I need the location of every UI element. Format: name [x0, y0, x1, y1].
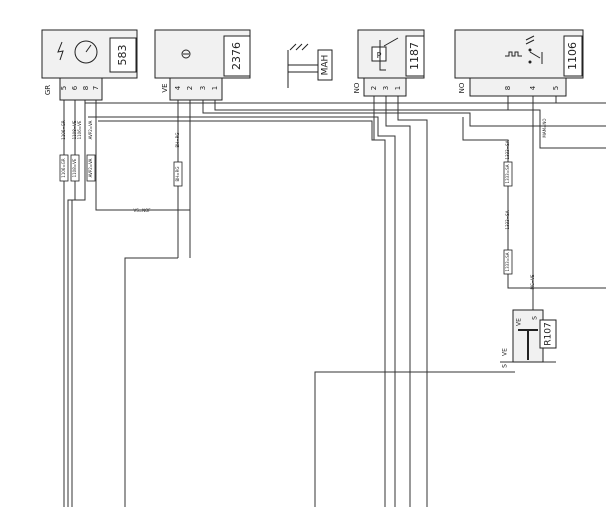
lamp-switch-icon [505, 35, 543, 64]
wire-label: 1333=SA [505, 140, 510, 159]
mah-label: MAH [321, 55, 331, 76]
pin-label: 6 [71, 85, 79, 90]
component-1187-id: 1187 [408, 42, 421, 70]
component-r107[interactable]: R107 VE S VE S [502, 309, 557, 368]
wire-2376-pin1 [214, 100, 606, 149]
wire-r107-left [314, 371, 515, 507]
component-1106-id: 1106 [566, 42, 579, 70]
component-1187-connector-color: NO [353, 82, 361, 93]
r107-pin-top: S [532, 316, 539, 320]
component-583-id-label [109, 37, 137, 73]
pin-label: 3 [199, 86, 207, 90]
svg-text:AVP2=VA: AVP2=VA [88, 158, 93, 177]
wire-labels: 1106=GR 1108=VE 1106=VE AVP2=VA BH=RG VS… [61, 118, 547, 289]
fuse-markers: 1106=GR 1108=VE AVP2=VA BH=RG 1333=SA 13… [59, 154, 513, 275]
pin-label: 2 [186, 86, 194, 90]
r107-id: R107 [544, 322, 554, 345]
gauge-with-lightning-icon [57, 40, 98, 64]
component-1187[interactable]: P 1187 NO 2 3 1 [353, 29, 425, 97]
r107-pin-bottom: S [502, 364, 509, 368]
component-2376-id: 2376 [230, 42, 243, 70]
component-2376-id-label [223, 35, 251, 77]
circle-icon [181, 49, 191, 59]
wire-label: VS=NOF [133, 208, 151, 213]
pin-label: 8 [504, 86, 512, 90]
fuse-5: 1333=SA [503, 161, 513, 187]
r107-color-bottom: VE [502, 348, 509, 356]
wire-label: MAM=NO [542, 118, 547, 137]
component-mah[interactable]: MAH [287, 43, 333, 88]
component-1187-id-label [405, 35, 425, 77]
wire-2376-pin3 [202, 100, 606, 127]
wire-1187-pin3 [385, 96, 411, 507]
pin-label: 4 [529, 85, 537, 90]
pin-label: 4 [174, 85, 182, 90]
wire-label: 1106=GR [61, 120, 66, 140]
pin-label: 7 [92, 86, 100, 90]
pin-label: 2 [370, 86, 378, 90]
wire-label: 1333=SA [505, 210, 510, 229]
wire-bus-3 [98, 120, 386, 507]
component-583-connector [59, 77, 103, 101]
pressure-switch-icon [371, 37, 399, 71]
r107-color-top: VE [516, 318, 523, 326]
svg-text:1333=SA: 1333=SA [505, 252, 510, 271]
component-1106-id-label [563, 35, 583, 77]
fuse-3: AVP2=VA [86, 154, 96, 182]
r107-id-label [539, 319, 557, 349]
component-1106-box [454, 29, 584, 79]
svg-text:1106=GR: 1106=GR [61, 158, 66, 178]
fuse-1: 1106=GR [59, 154, 69, 182]
component-1106[interactable]: 1106 NO 8 4 5 [454, 29, 584, 97]
component-2376[interactable]: 2376 VE 4 2 3 1 [154, 29, 251, 101]
wire-583-pin8 [67, 100, 86, 507]
svg-text:1333=SA: 1333=SA [505, 164, 510, 183]
pin-label: 3 [382, 86, 390, 90]
component-1187-connector [363, 77, 407, 97]
component-1106-connector-color: NO [458, 82, 466, 93]
svg-text:1108=VE: 1108=VE [72, 158, 77, 177]
mah-label-box [317, 49, 333, 81]
component-583-id: 583 [116, 45, 129, 66]
fuse-2: 1108=VE [70, 154, 80, 182]
pin-label: 5 [552, 86, 560, 90]
wire-2376-down [124, 257, 178, 507]
ground-icon [287, 43, 318, 88]
svg-text:BH=RG: BH=RG [175, 167, 180, 182]
pin-label: 8 [82, 86, 90, 90]
component-583[interactable]: 583 GR 5 6 8 7 [41, 29, 138, 101]
wire-label: AVP2=VA [88, 120, 93, 139]
wire-bus-2 [88, 116, 396, 507]
component-583-connector-color: GR [44, 85, 52, 95]
wire-label: MC=VE [530, 274, 535, 289]
pressure-symbol-text: P [377, 51, 382, 60]
pin-label: 1 [394, 86, 402, 90]
component-2376-connector-color: VE [161, 83, 169, 92]
pin-label: 1 [211, 86, 219, 90]
fuse-4: BH=RG [173, 161, 183, 187]
wires [63, 96, 606, 507]
wire-label: BH=RG [175, 133, 180, 148]
fuse-6: 1333=SA [503, 249, 513, 275]
wire-label: 1106=VE [77, 120, 82, 139]
wire-1187-pin1 [397, 96, 428, 507]
pin-label: 5 [60, 86, 68, 90]
wire-1333-sa [462, 117, 606, 289]
wire-label: 1108=VE [72, 120, 77, 139]
component-1106-connector [469, 77, 567, 97]
component-2376-connector [169, 77, 223, 101]
